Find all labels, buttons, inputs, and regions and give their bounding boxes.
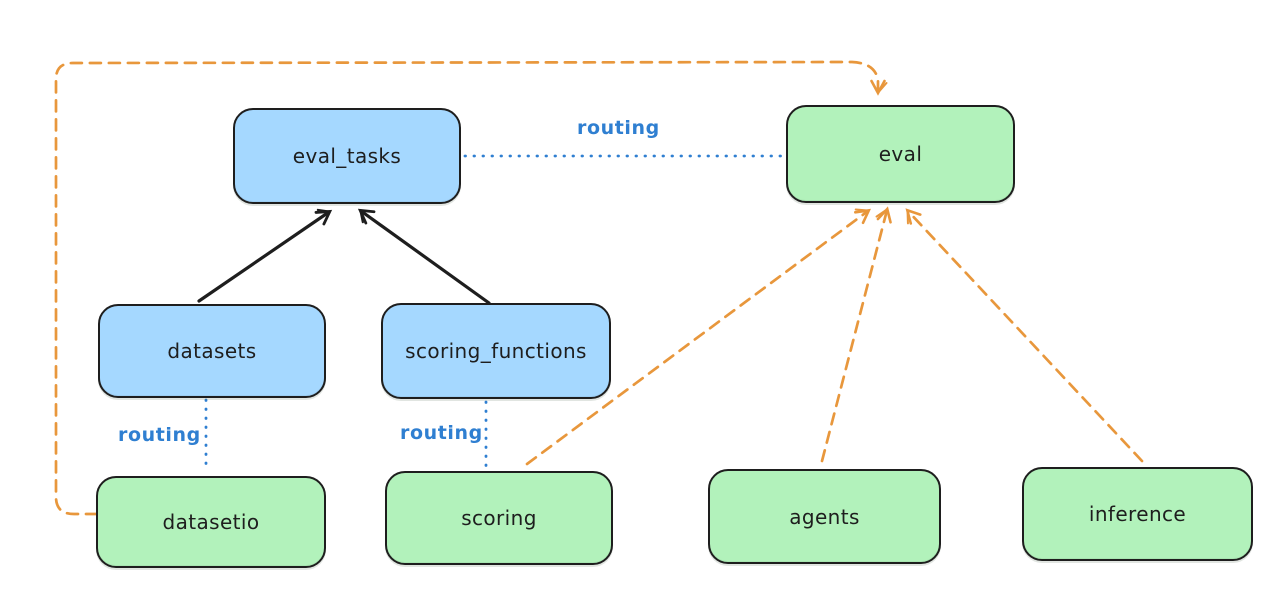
node-agents-label: agents	[789, 504, 860, 529]
node-scoring_functions-label: scoring_functions	[405, 339, 587, 363]
edge-datasetio-to-eval	[54, 60, 888, 516]
node-eval_tasks-label: eval_tasks	[292, 144, 402, 168]
edge-label-routing-eval_tasks-eval: routing	[577, 117, 660, 139]
edge-datasets-to-eval_tasks	[197, 208, 333, 303]
node-scoring: scoring	[385, 471, 613, 565]
node-datasets-label: datasets	[167, 339, 257, 363]
node-datasetio-label: datasetio	[162, 510, 260, 534]
edge-agents-to-eval	[820, 206, 892, 463]
edge-label-routing-datasets-datasetio: routing	[118, 424, 201, 446]
node-eval_tasks: eval_tasks	[233, 108, 461, 204]
node-inference: inference	[1022, 467, 1253, 561]
node-scoring-label: scoring	[461, 506, 537, 530]
edge-inference-to-eval	[905, 208, 1144, 463]
node-datasetio: datasetio	[96, 476, 326, 568]
edge-scoring_functions-to-eval_tasks	[357, 208, 491, 305]
node-inference-label: inference	[1088, 502, 1187, 526]
edge-label-routing-scoring_functions-scoring: routing	[400, 422, 483, 444]
node-agents: agents	[708, 469, 941, 564]
node-datasets: datasets	[98, 304, 326, 398]
node-eval: eval	[786, 105, 1015, 203]
node-scoring_functions: scoring_functions	[381, 303, 611, 399]
node-eval-label: eval	[878, 142, 923, 166]
